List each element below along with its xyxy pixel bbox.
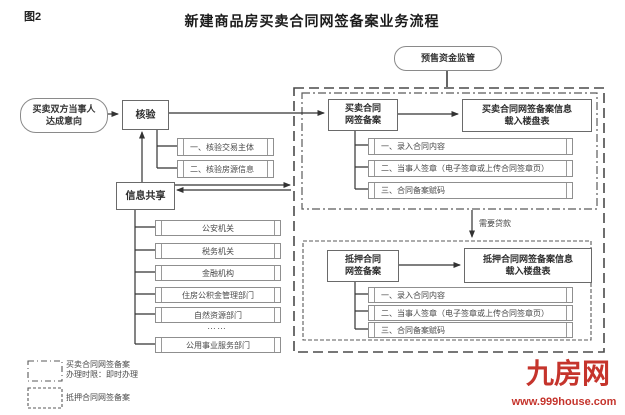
flow-arrows xyxy=(106,69,475,345)
legend-item-1-line2: 办理时限：即时办理 xyxy=(66,370,138,379)
agency-item-label: 金融机构 xyxy=(202,268,234,278)
mortgage-step-3: 三、合同备案赋码 xyxy=(368,322,573,338)
agency-item-housing-fund: 住房公积金管理部门 xyxy=(155,287,281,303)
sale-step-2-label: 二、当事人签章（电子签章或上传合同签章页） xyxy=(381,164,549,173)
mortgage-step-2: 二、当事人签章（电子签章或上传合同签章页） xyxy=(368,305,573,321)
agency-item-police: 公安机关 xyxy=(155,220,281,236)
loan-needed-label: 需要贷款 xyxy=(479,219,511,228)
page-title: 新建商品房买卖合同网签备案业务流程 xyxy=(184,13,440,29)
sale-contract-filing-node: 买卖合同 网签备案 xyxy=(328,99,398,131)
figure-label: 图2 xyxy=(24,11,42,23)
legend-item-1-line1: 买卖合同网签备案 xyxy=(66,360,130,369)
agency-item-tax: 税务机关 xyxy=(155,243,281,259)
info-share-label: 信息共享 xyxy=(125,190,166,202)
verify-step-1: 一、核验交易主体 xyxy=(177,138,274,156)
sale-step-3-label: 三、合同备案赋码 xyxy=(381,186,445,195)
mortgage-contract-filing-node: 抵押合同 网签备案 xyxy=(327,250,399,282)
sale-step-3: 三、合同备案赋码 xyxy=(368,182,573,199)
presale-funds-supervision-label: 预售资金监管 xyxy=(420,52,475,63)
sale-filing-result-node: 买卖合同网签备案信息 载入楼盘表 xyxy=(462,99,592,132)
agency-item-finance: 金融机构 xyxy=(155,265,281,281)
verify-step-1-label: 一、核验交易主体 xyxy=(190,142,254,152)
start-node: 买卖双方当事人 达成意向 xyxy=(20,98,108,133)
site-url: www.999house.com xyxy=(511,396,617,408)
start-node-line1: 买卖双方当事人 xyxy=(32,104,96,115)
presale-funds-supervision-node: 预售资金监管 xyxy=(394,46,502,71)
legend-item-1: 买卖合同网签备案 办理时限：即时办理 xyxy=(66,360,138,380)
mortgage-contract-region xyxy=(302,240,592,341)
sale-filing-line2: 网签备案 xyxy=(344,115,381,125)
mortgage-filing-line1: 抵押合同 xyxy=(344,254,381,265)
agency-item-label: 自然资源部门 xyxy=(194,310,242,320)
sale-step-1-label: 一、录入合同内容 xyxy=(381,142,445,151)
sale-contract-region xyxy=(301,92,598,210)
sale-step-2: 二、当事人签章（电子签章或上传合同签章页） xyxy=(368,160,573,177)
legend-key-icons xyxy=(27,360,63,409)
mortgage-step-2-label: 二、当事人签章（电子签章或上传合同签章页） xyxy=(381,308,549,318)
agency-item-natural-resources: 自然资源部门 xyxy=(155,307,281,323)
legend-dashdot-box-icon xyxy=(27,360,63,382)
mortgage-filing-result-node: 抵押合同网签备案信息 载入楼盘表 xyxy=(464,248,592,283)
verify-step-2-label: 二、核验房源信息 xyxy=(190,164,254,174)
agency-list-ellipsis: …… xyxy=(207,321,227,331)
verify-step-2: 二、核验房源信息 xyxy=(177,160,274,178)
site-logo: 九房网 xyxy=(525,359,610,390)
sale-result-line1: 买卖合同网签备案信息 xyxy=(481,103,572,114)
legend-item-2: 抵押合同网签备案 xyxy=(66,393,130,402)
agency-item-label: 公用事业服务部门 xyxy=(186,340,250,350)
mortgage-step-3-label: 三、合同备案赋码 xyxy=(381,325,445,335)
agency-item-label: 住房公积金管理部门 xyxy=(182,290,254,300)
mortgage-result-line1: 抵押合同网签备案信息 xyxy=(482,253,573,264)
mortgage-step-1-label: 一、录入合同内容 xyxy=(381,290,445,300)
sale-filing-line1: 买卖合同 xyxy=(344,103,381,114)
verify-node: 核验 xyxy=(122,100,169,130)
online-filing-outer-region xyxy=(293,87,605,353)
sale-step-1: 一、录入合同内容 xyxy=(368,138,573,155)
mortgage-filing-line2: 网签备案 xyxy=(344,266,381,276)
agency-item-utilities: 公用事业服务部门 xyxy=(155,337,281,353)
sale-result-line2: 载入楼盘表 xyxy=(504,115,550,126)
verify-node-label: 核验 xyxy=(135,109,156,121)
legend-finedash-box-icon xyxy=(27,387,63,409)
mortgage-result-line2: 载入楼盘表 xyxy=(505,265,551,276)
info-share-node: 信息共享 xyxy=(116,182,175,210)
agency-item-label: 公安机关 xyxy=(202,223,234,233)
mortgage-step-1: 一、录入合同内容 xyxy=(368,287,573,303)
start-node-line2: 达成意向 xyxy=(45,115,82,126)
agency-item-label: 税务机关 xyxy=(202,246,234,256)
